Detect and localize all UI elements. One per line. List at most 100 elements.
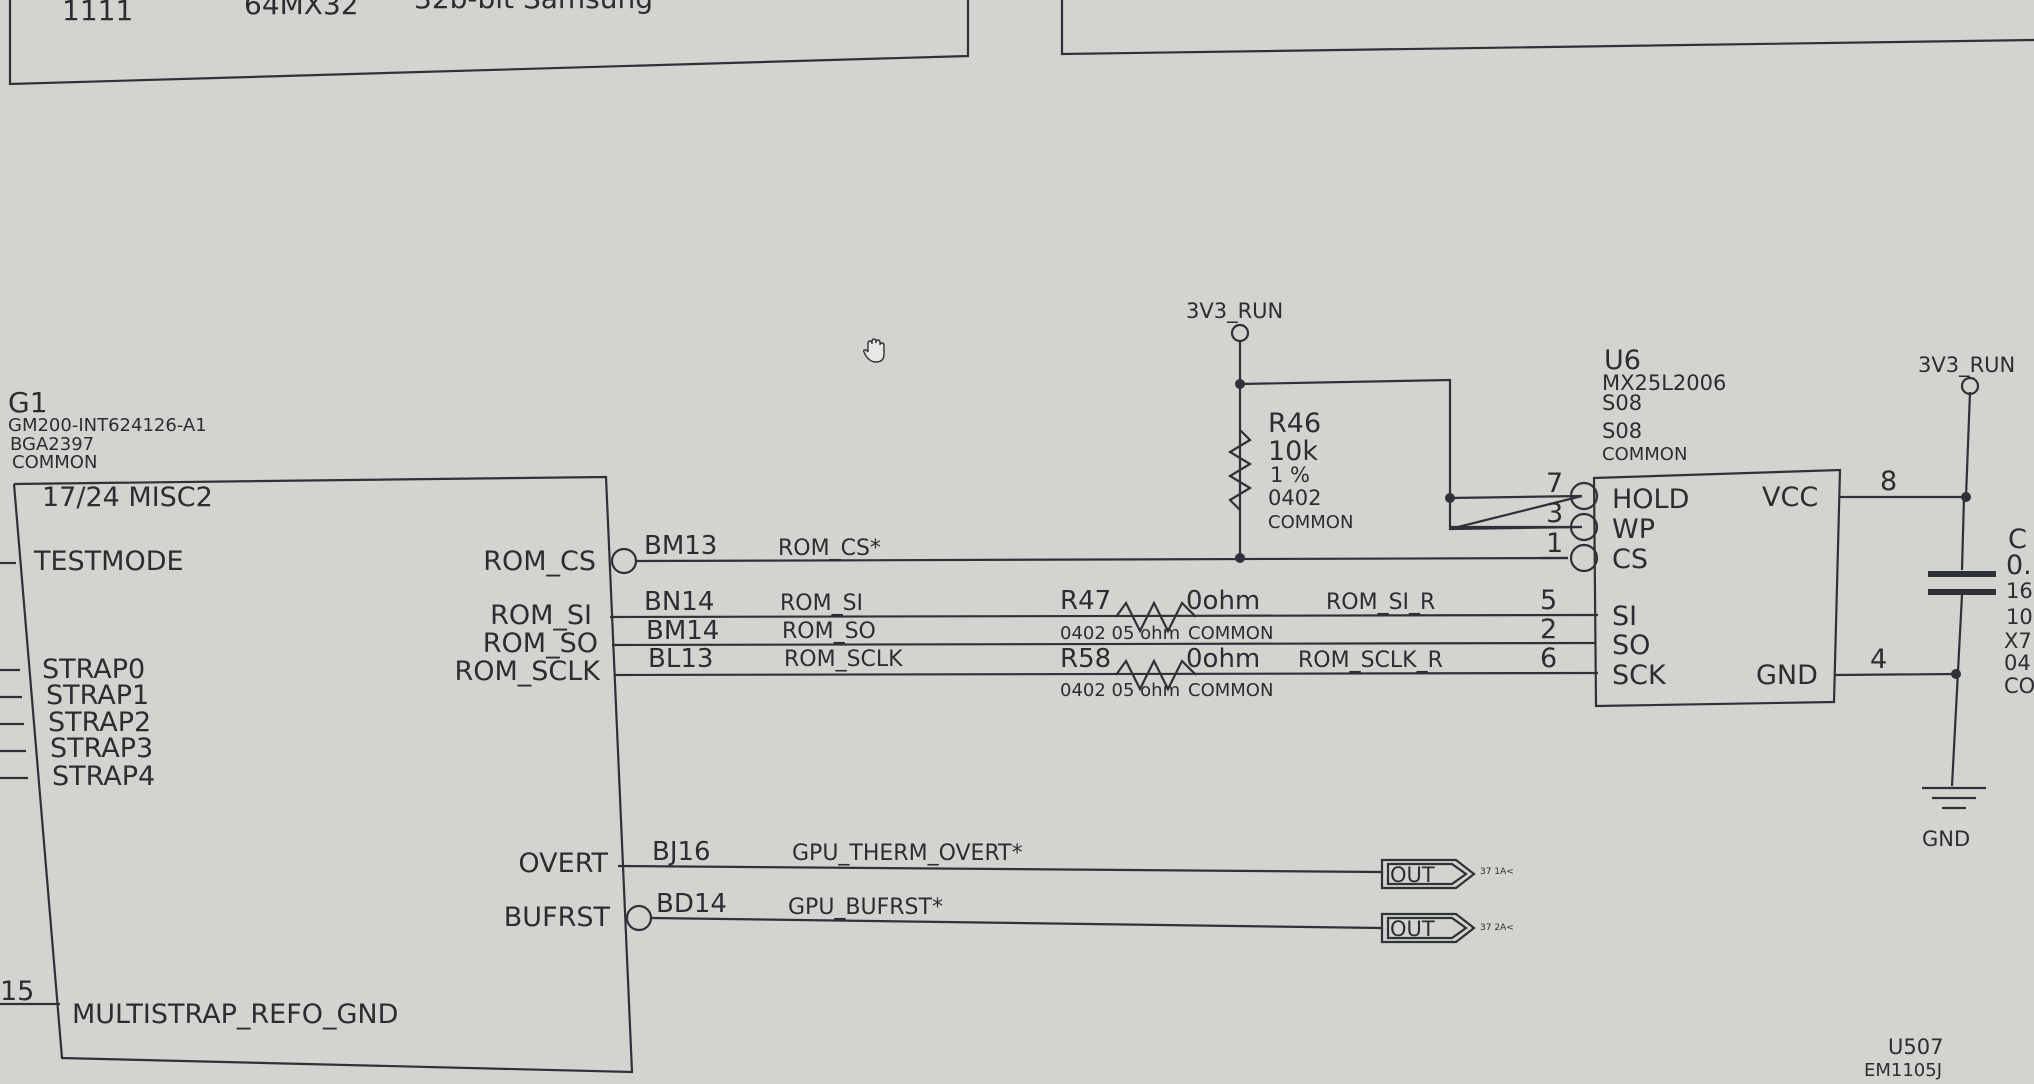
left-title-frame (8, 0, 970, 86)
wire-cap-top (1960, 496, 1966, 571)
gnd-symbol (1922, 786, 1986, 810)
u6-pin-wp: WP (1612, 514, 1655, 545)
g1-common: COMMON (12, 452, 97, 473)
wire-bufrst (650, 916, 1383, 930)
ball-bj16: BJ16 (652, 837, 711, 867)
power-3v3-run-right: 3V3_RUN (1918, 353, 2015, 378)
footer-code: EM1105J (1864, 1060, 1942, 1080)
u6-pin-si: SI (1612, 601, 1637, 632)
cs-inversion-bubble (1569, 543, 1599, 573)
r47-size: 0402 05 ohm (1060, 623, 1180, 644)
net-rom-so: ROM_SO (782, 619, 876, 644)
cap-label-line-5: X7 (2004, 629, 2032, 653)
pin-number-15: 15 (0, 976, 34, 1007)
ball-bm13: BM13 (644, 531, 717, 561)
u6-pin-number-5: 5 (1540, 585, 1557, 616)
pin-strap1: STRAP1 (46, 680, 149, 711)
u6-pkg1: S08 (1602, 391, 1642, 415)
bufrst-inversion-bubble (625, 904, 653, 932)
net-rom-sclk-r: ROM_SCLK_R (1298, 648, 1443, 673)
net-rom-sclk: ROM_SCLK (784, 647, 903, 672)
cap-label-line-6: 04 (2004, 651, 2031, 675)
r47-value: 0ohm (1186, 586, 1260, 616)
junction-dot (1961, 492, 1971, 502)
footer-refdes: U507 (1888, 1035, 1943, 1059)
pin-bufrst: BUFRST (504, 902, 611, 933)
r47-zigzag (1115, 600, 1197, 634)
r58-refdes: R58 (1060, 644, 1111, 674)
u6-pin-number-7: 7 (1546, 468, 1563, 499)
hold-inversion-bubble (1569, 481, 1599, 511)
pin-strap3: STRAP3 (50, 733, 153, 764)
u6-pkg2: S08 (1602, 419, 1642, 443)
net-rom-cs: ROM_CS* (778, 536, 881, 561)
power-3v3-right-terminal (1960, 376, 1980, 396)
r46-common: COMMON (1268, 512, 1353, 533)
r46-value: 10k (1268, 436, 1318, 467)
wp-inversion-bubble (1569, 512, 1599, 542)
r58-value: 0ohm (1186, 644, 1260, 674)
wire-rom-sclk (613, 671, 1599, 677)
power-3v3-top-terminal (1230, 323, 1250, 343)
u6-pin-vcc: VCC (1762, 482, 1818, 513)
u6-pin-number-2: 2 (1540, 614, 1557, 645)
ball-bn14: BN14 (644, 587, 714, 617)
net-gpu-bufrst: GPU_BUFRST* (788, 895, 943, 920)
u6-pin-number-8: 8 (1880, 466, 1897, 497)
ball-bd14: BD14 (656, 889, 727, 919)
offpage-bufrst: OUT 37 2A< (1380, 912, 1514, 944)
ball-bl13: BL13 (648, 644, 713, 674)
wire-gnd-pin-4 (1833, 672, 1957, 677)
flash-u6: U6 MX25L2006 S08 S08 COMMON HOLD WP CS S… (1540, 345, 1897, 708)
junction-dot (1951, 669, 1961, 679)
u6-pin-number-3: 3 (1546, 498, 1563, 529)
offpage-overt-label: OUT (1390, 863, 1435, 887)
u6-pin-number-1: 1 (1546, 528, 1563, 559)
u6-pin-so: SO (1612, 630, 1650, 661)
power-symbols: 3V3_RUN 3V3_RUN GND (1186, 299, 2015, 851)
u6-pin-hold: HOLD (1612, 484, 1689, 515)
frame-text-64mx32: 64MX32 (244, 0, 359, 21)
power-3v3-run-top: 3V3_RUN (1186, 299, 1283, 324)
pin-rom-si: ROM_SI (490, 600, 592, 631)
g1-refdes: G1 (8, 386, 48, 419)
pin-multistrap-refo-gnd: MULTISTRAP_REFO_GND (72, 999, 398, 1030)
u6-common: COMMON (1602, 444, 1687, 465)
u6-refdes: U6 (1604, 345, 1641, 376)
frame-text-1111: 1111 (62, 0, 133, 27)
g1-body (12, 475, 634, 1074)
r46-refdes: R46 (1268, 408, 1321, 439)
junction-dot (1445, 493, 1455, 503)
pin-strap0: STRAP0 (42, 654, 145, 685)
pin-rom-sclk: ROM_SCLK (454, 656, 601, 687)
offpage-overt: OUT 37 1A< (1380, 858, 1514, 890)
g1-package: BGA2397 (10, 434, 94, 455)
cap-label-line-7: COI (2004, 674, 2034, 698)
r47-common: COMMON (1188, 623, 1273, 644)
decoupling-capacitor: C 0. 16 10 X7 04 COI (1928, 524, 2034, 698)
cap-label-line-4: 10 (2006, 605, 2033, 629)
wire-rom-cs (635, 556, 1569, 563)
offpage-bufrst-label: OUT (1390, 917, 1435, 941)
g1-section-label: 17/24 MISC2 (42, 482, 213, 513)
pin-testmode: TESTMODE (33, 546, 184, 577)
ball-bm14: BM14 (646, 616, 719, 646)
cap-label-line-3: 16 (2006, 579, 2033, 603)
net-labels: BM13 BN14 BM14 BL13 BJ16 BD14 ROM_CS* RO… (644, 531, 1443, 920)
offpage-bufrst-ref: 37 2A< (1480, 923, 1514, 933)
u6-pin-sck: SCK (1612, 660, 1667, 691)
frame-text-samsung: 32b-bit Samsung (414, 0, 653, 15)
cap-label-line-1: C (2008, 524, 2027, 555)
top-frames: 1111 64MX32 32b-bit Samsung (8, 0, 2034, 86)
junction-dot (1235, 379, 1245, 389)
r58-zigzag (1115, 658, 1197, 692)
resistor-r58: R58 0ohm 0402 05 ohm COMMON (1060, 644, 1273, 701)
junction-dot (1235, 553, 1245, 563)
resistor-r46: R46 10k 1 % 0402 COMMON (1227, 408, 1353, 533)
u6-pin-cs: CS (1612, 544, 1648, 575)
r46-size: 0402 (1268, 486, 1321, 510)
r58-common: COMMON (1188, 680, 1273, 701)
right-title-frame (1060, 0, 2034, 56)
